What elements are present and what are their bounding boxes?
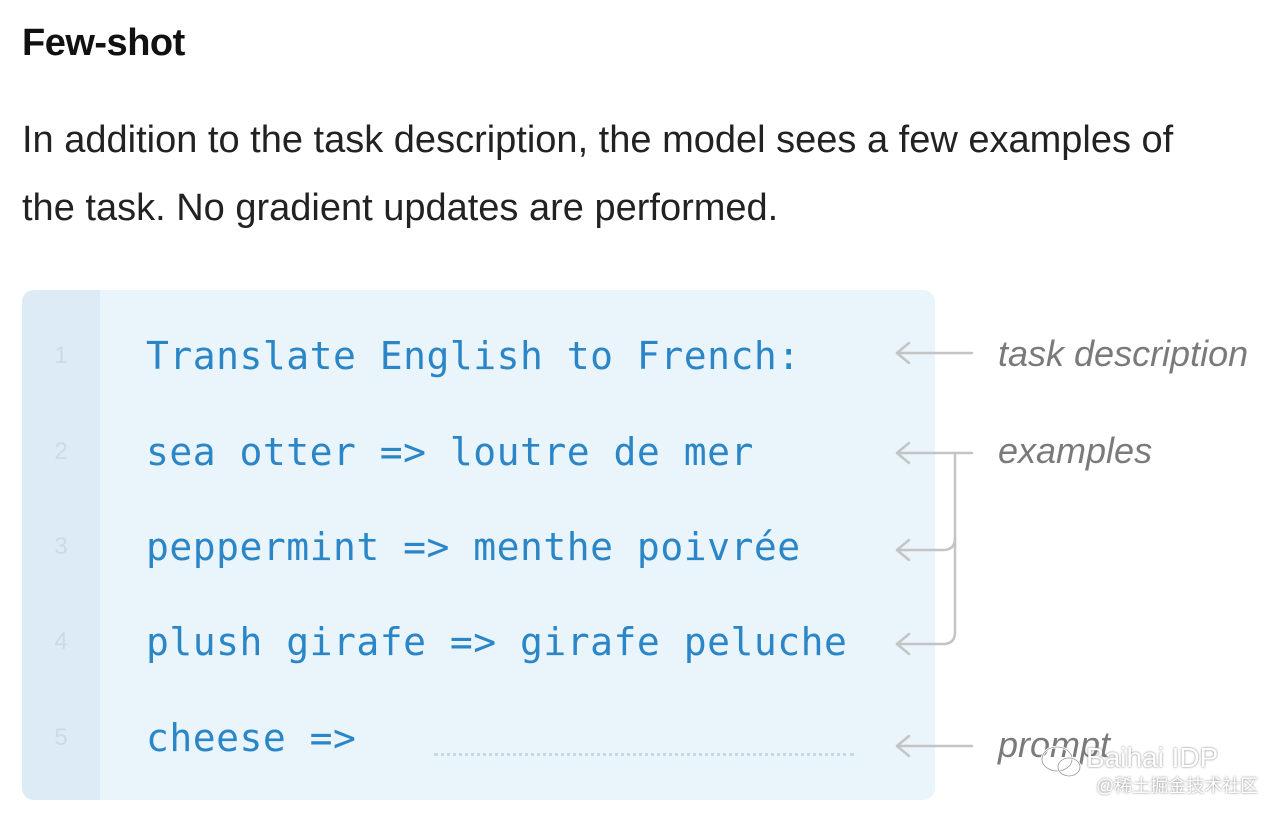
line-number: 2 xyxy=(54,438,68,465)
arrow-examples xyxy=(895,441,974,656)
line-number: 5 xyxy=(54,724,68,751)
description-text: In addition to the task description, the… xyxy=(22,119,1174,229)
watermark-brand: Baihai IDP xyxy=(1086,742,1219,773)
line-number: 4 xyxy=(54,628,68,655)
line-number: 1 xyxy=(54,342,68,369)
annotation-task-description: task description xyxy=(998,333,1249,374)
arrow-task-description xyxy=(895,341,974,365)
wechat-icon xyxy=(1040,745,1082,778)
page-title: Few-shot xyxy=(22,22,185,64)
line-number: 3 xyxy=(54,533,68,560)
code-line-prompt: cheese => xyxy=(146,716,357,760)
completion-placeholder xyxy=(434,753,854,756)
code-line-example: sea otter => loutre de mer xyxy=(146,430,754,474)
code-line-task: Translate English to French: xyxy=(146,334,801,378)
line-number-gutter xyxy=(22,290,100,800)
code-block: 1 2 3 4 5 Translate English to French: s… xyxy=(22,290,935,800)
code-line-example: peppermint => menthe poivrée xyxy=(146,525,801,569)
watermark-community: @稀土掘金技术社区 xyxy=(1096,776,1259,796)
code-line-example: plush girafe => girafe peluche xyxy=(146,620,848,664)
annotation-prompt: prompt xyxy=(998,724,1111,765)
arrow-prompt xyxy=(895,734,974,758)
annotation-examples: examples xyxy=(998,430,1153,471)
